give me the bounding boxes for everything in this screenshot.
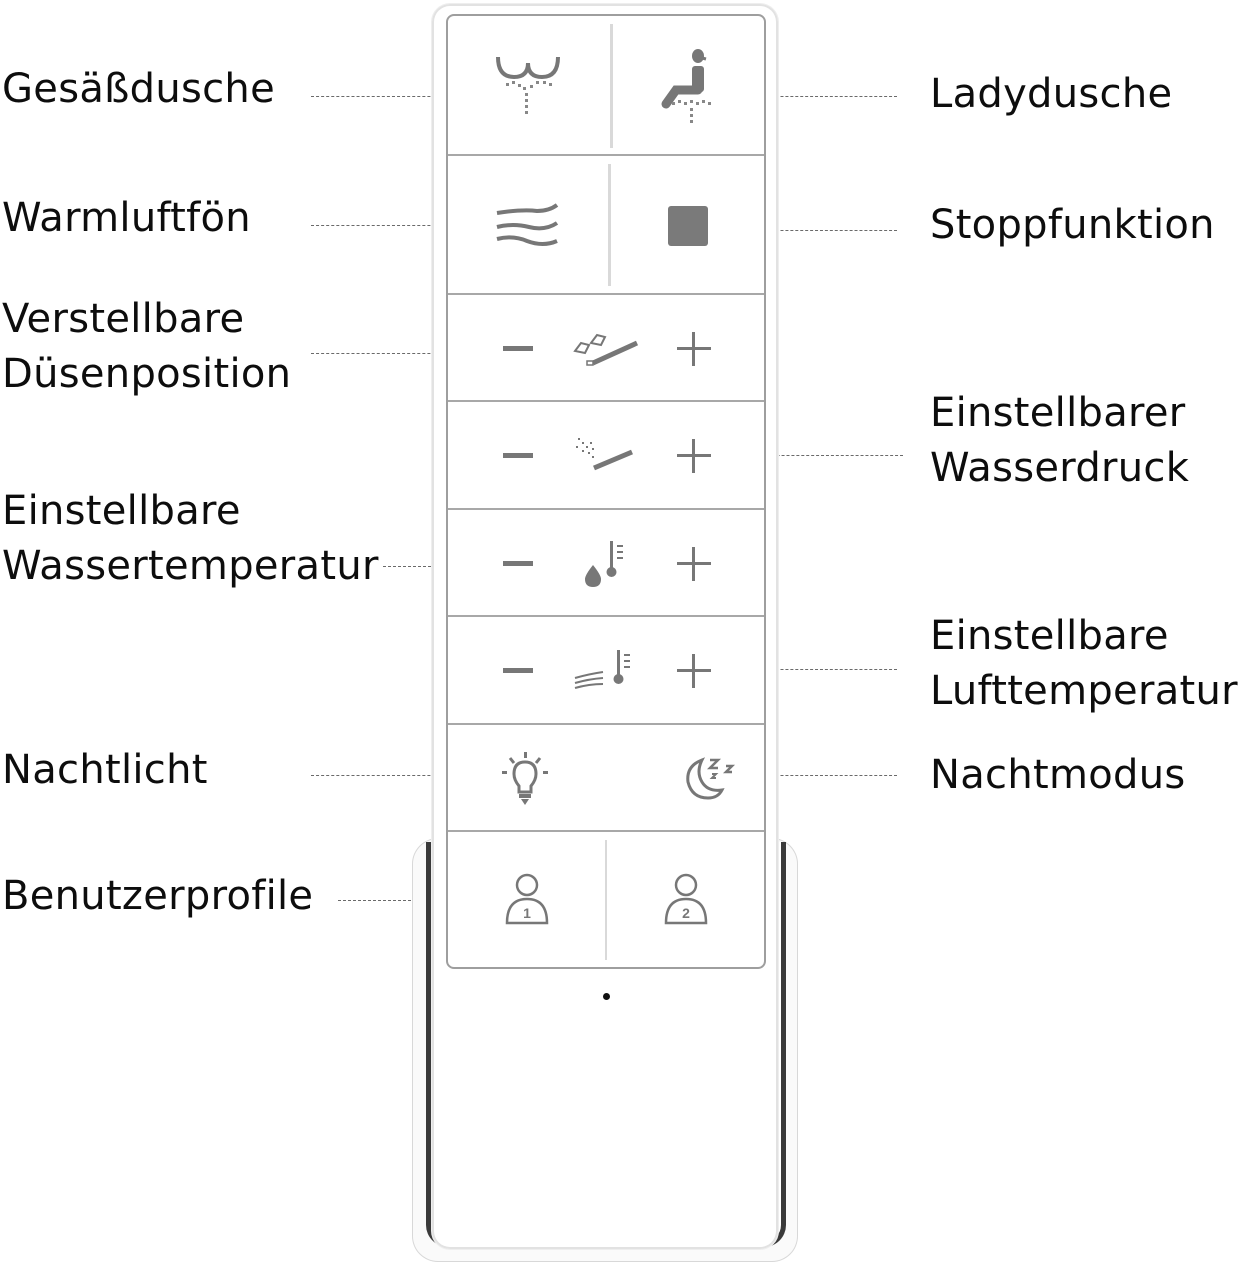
night-mode-icon — [686, 756, 736, 800]
row-dryer-stop — [448, 156, 764, 295]
water-temperature-minus-button[interactable] — [468, 510, 568, 617]
divider — [605, 840, 607, 960]
lady-wash-button[interactable] — [612, 16, 764, 156]
air-temperature-icon — [574, 650, 630, 689]
row-night — [448, 725, 764, 832]
leader-line — [741, 669, 897, 670]
warm-air-dryer-icon — [496, 202, 559, 246]
lady-wash-icon — [661, 49, 711, 123]
plus-icon — [677, 546, 711, 581]
water-pressure-minus-button[interactable] — [468, 402, 568, 510]
night-light-button[interactable] — [478, 725, 572, 832]
label-verstellbare: Verstellbare — [2, 296, 245, 342]
row-user-profiles: 1 2 — [448, 832, 764, 967]
label-nachtmodus: Nachtmodus — [930, 752, 1186, 798]
nozzle-position-icon — [573, 333, 639, 366]
night-light-icon — [502, 751, 548, 805]
label-einstellbare-wasser: Einstellbare — [2, 488, 241, 534]
leader-line — [741, 96, 897, 97]
water-temperature-indicator — [558, 510, 654, 617]
label-warmluftfoen: Warmluftfön — [2, 195, 251, 241]
label-nachtlicht: Nachtlicht — [2, 747, 208, 793]
row-water-pressure — [448, 402, 764, 510]
row-nozzle-position — [448, 295, 764, 402]
label-duesenposition: Düsenposition — [2, 351, 292, 397]
user-profile-2-button[interactable]: 2 — [607, 832, 764, 967]
air-temperature-plus-button[interactable] — [644, 617, 744, 725]
row-water-temperature — [448, 510, 764, 617]
minus-icon — [503, 345, 533, 351]
air-temperature-minus-button[interactable] — [468, 617, 568, 725]
warm-air-dryer-button[interactable] — [448, 156, 608, 295]
nozzle-position-minus-button[interactable] — [468, 295, 568, 402]
nozzle-position-indicator — [558, 295, 654, 402]
row-air-temperature — [448, 617, 764, 725]
night-mode-button[interactable] — [664, 725, 758, 832]
leader-line — [741, 775, 897, 776]
button-panel: 1 2 — [446, 14, 766, 969]
air-temperature-indicator — [558, 617, 654, 725]
minus-icon — [503, 560, 533, 566]
divider — [608, 164, 611, 286]
rear-wash-icon — [496, 56, 560, 114]
label-lufttemperatur: Lufttemperatur — [930, 668, 1238, 714]
user-profile-1-button[interactable]: 1 — [448, 832, 605, 967]
label-einstellbare-luft: Einstellbare — [930, 613, 1169, 659]
water-pressure-plus-button[interactable] — [644, 402, 744, 510]
label-stoppfunktion: Stoppfunktion — [930, 202, 1215, 248]
nozzle-position-plus-button[interactable] — [644, 295, 744, 402]
plus-icon — [677, 654, 711, 688]
leader-line — [338, 900, 481, 901]
stop-icon — [667, 205, 708, 246]
minus-icon — [503, 453, 533, 458]
label-gesaessdusche: Gesäßdusche — [2, 66, 275, 112]
label-ladydusche: Ladydusche — [930, 71, 1173, 117]
label-einstellbarer: Einstellbarer — [930, 390, 1186, 436]
water-temperature-icon — [585, 540, 623, 587]
leader-line — [311, 96, 481, 97]
water-temperature-plus-button[interactable] — [644, 510, 744, 617]
leader-line — [311, 775, 481, 776]
divider — [610, 24, 613, 148]
plus-icon — [677, 331, 711, 366]
row-wash — [448, 16, 764, 156]
rear-wash-button[interactable] — [448, 16, 610, 156]
leader-line — [741, 230, 897, 231]
water-pressure-icon — [576, 438, 633, 471]
minus-icon — [503, 668, 533, 673]
stop-button[interactable] — [611, 156, 764, 295]
leader-line — [747, 455, 903, 456]
label-wassertemperatur: Wassertemperatur — [2, 543, 379, 589]
status-led — [603, 993, 610, 1000]
leader-line — [311, 353, 481, 354]
user-profile-2-icon: 2 — [664, 873, 707, 924]
svg-text:2: 2 — [682, 905, 690, 921]
leader-line — [311, 225, 481, 226]
label-benutzerprofile: Benutzerprofile — [2, 873, 314, 919]
plus-icon — [677, 439, 711, 473]
water-pressure-indicator — [558, 402, 654, 510]
user-profile-1-icon: 1 — [505, 873, 548, 924]
svg-text:1: 1 — [523, 905, 531, 921]
label-wasserdruck: Wasserdruck — [930, 445, 1190, 491]
